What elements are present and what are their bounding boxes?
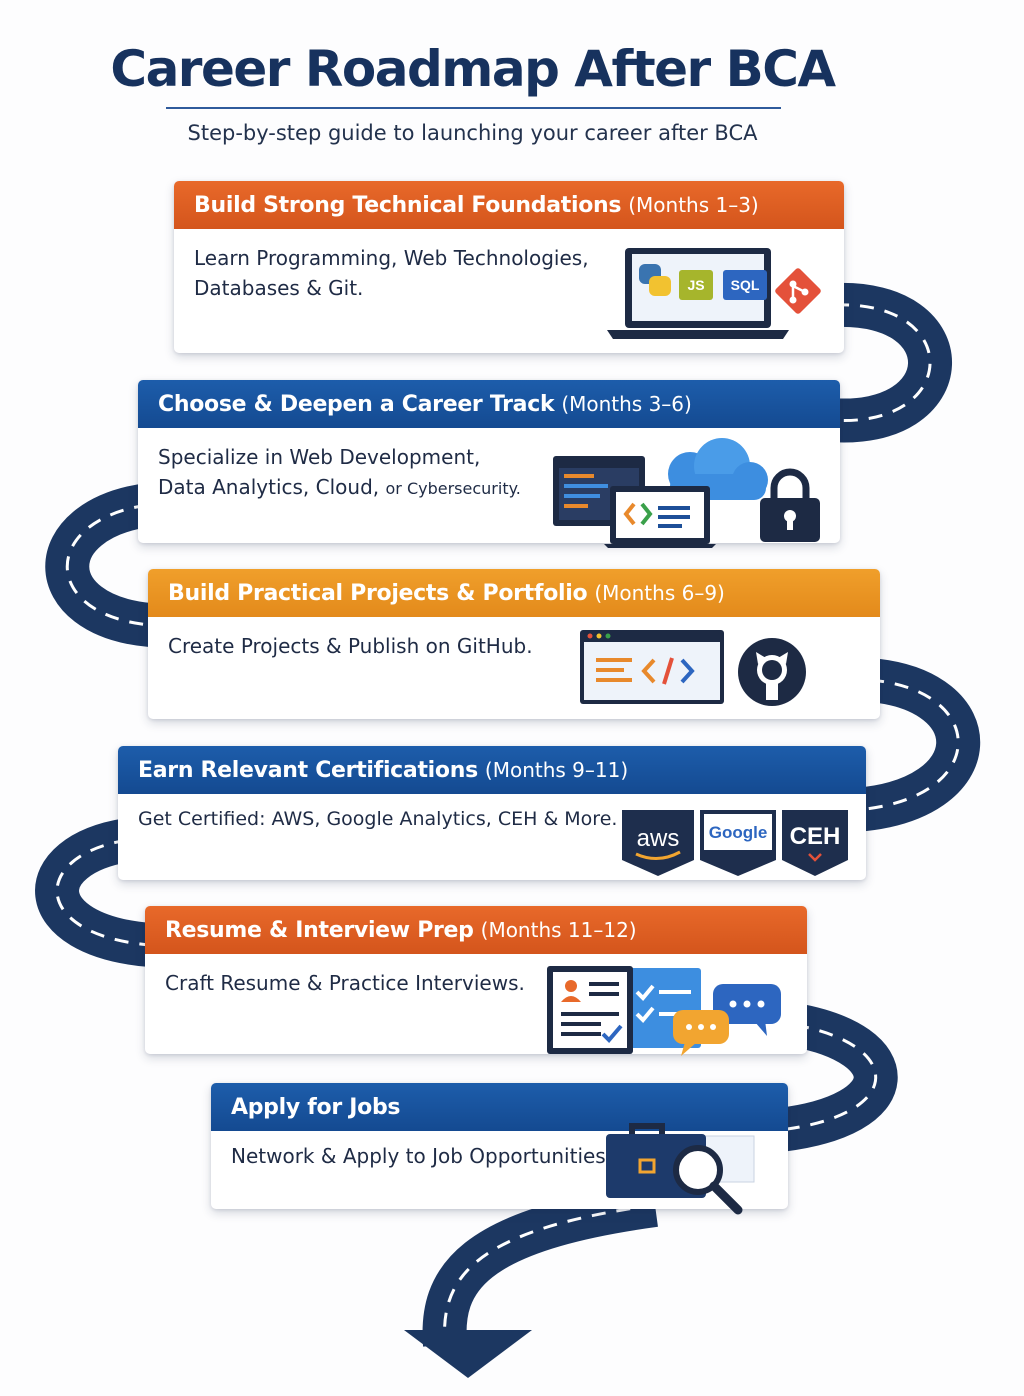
google-badge-icon: Google <box>700 810 776 876</box>
github-icon <box>738 638 806 706</box>
aws-badge-icon: aws <box>622 810 694 876</box>
step-months: (Months 3–6) <box>561 392 692 416</box>
step-months: (Months 11–12) <box>480 918 637 942</box>
step-title: Build Strong Technical Foundations <box>194 192 622 218</box>
step-description: Network & Apply to Job Opportunities. <box>231 1144 613 1168</box>
step-header: Build Strong Technical Foundations (Mont… <box>174 181 844 229</box>
road-arrowhead <box>404 1330 532 1378</box>
step-title: Choose & Deepen a Career Track <box>158 391 555 417</box>
step-months: (Months 6–9) <box>594 581 725 605</box>
step-description: Get Certified: AWS, Google Analytics, CE… <box>138 808 618 830</box>
step-header: Build Practical Projects & Portfolio (Mo… <box>148 569 880 617</box>
projects-illustration <box>580 630 806 706</box>
step-title: Build Practical Projects & Portfolio <box>168 580 588 606</box>
step-description: Create Projects & Publish on GitHub. <box>168 634 533 658</box>
step-title: Earn Relevant Certifications <box>138 757 478 783</box>
step-description: Learn Programming, Web Technologies, Dat… <box>194 246 589 300</box>
step-description: Craft Resume & Practice Interviews. <box>165 971 525 995</box>
padlock-icon <box>760 468 820 542</box>
sql-badge-icon: SQL <box>723 270 767 300</box>
code-laptop-icon <box>604 486 716 548</box>
git-icon <box>775 268 821 314</box>
step-title: Apply for Jobs <box>231 1094 401 1120</box>
step-card-certifications: Earn Relevant Certifications (Months 9–1… <box>118 746 866 880</box>
page-title: Career Roadmap After BCA <box>110 40 836 98</box>
step-header: Resume & Interview Prep (Months 11–12) <box>145 906 807 954</box>
svg-text:CEH: CEH <box>790 823 841 850</box>
page-subtitle: Step-by-step guide to launching your car… <box>187 121 758 145</box>
svg-text:SQL: SQL <box>731 277 760 293</box>
title-underline <box>166 107 781 109</box>
step-months: (Months 1–3) <box>628 193 759 217</box>
certification-badges: aws Google CEH <box>622 810 848 876</box>
step-months: (Months 9–11) <box>484 758 629 782</box>
step-header: Choose & Deepen a Career Track (Months 3… <box>138 380 840 428</box>
svg-text:Google: Google <box>709 823 768 842</box>
step-title: Resume & Interview Prep <box>165 917 474 943</box>
magnifier-icon <box>673 1145 743 1215</box>
ceh-badge-icon: CEH <box>782 810 848 876</box>
resume-icon <box>547 966 633 1054</box>
svg-text:JS: JS <box>687 277 704 293</box>
svg-text:aws: aws <box>637 825 680 852</box>
job-search-illustration <box>606 1123 755 1215</box>
tech-track-illustration <box>553 438 820 548</box>
interview-prep-illustration <box>547 966 781 1056</box>
python-icon <box>639 264 671 296</box>
laptop-icon: JS SQL <box>607 248 821 339</box>
step-description: Specialize in Web Development, Data Anal… <box>158 445 521 499</box>
step-header: Earn Relevant Certifications (Months 9–1… <box>118 746 866 794</box>
js-badge-icon: JS <box>679 270 713 300</box>
step-header: Apply for Jobs <box>211 1083 788 1131</box>
code-window-icon <box>580 630 724 704</box>
chat-bubbles-icon <box>673 984 781 1056</box>
